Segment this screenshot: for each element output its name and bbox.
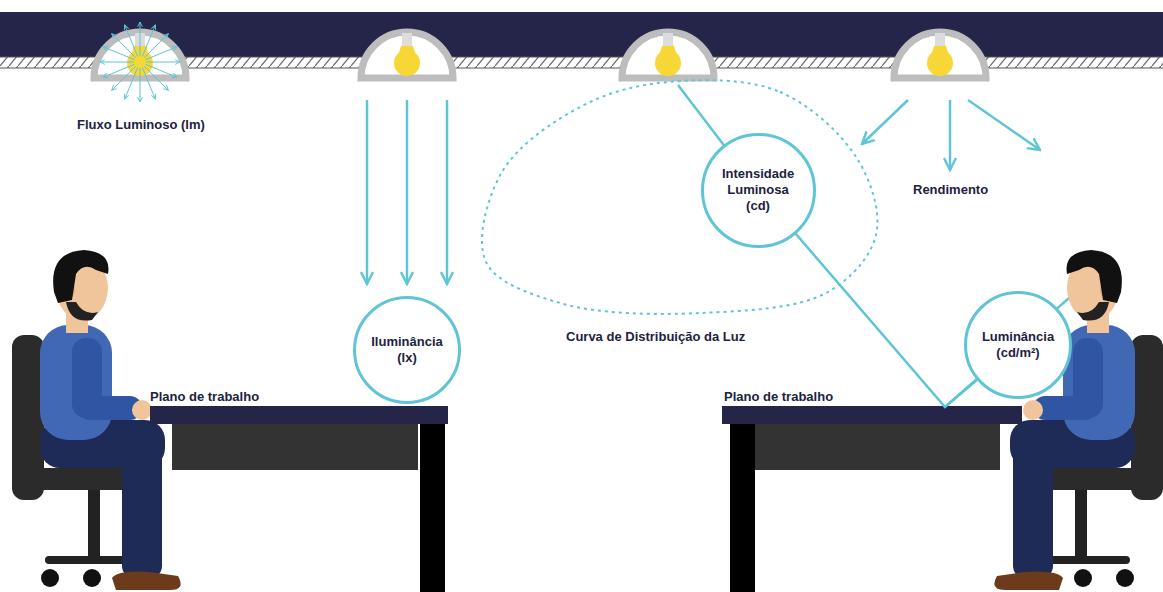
distribution-curve <box>482 80 877 314</box>
concept-circle: Luminância (cd/m²) <box>964 291 1072 399</box>
light-flux-rays <box>144 66 168 90</box>
light-flux-rays <box>125 68 138 99</box>
caption-label: Curva de Distribuição da Luz <box>566 329 745 344</box>
efficiency-arrows <box>862 100 1040 170</box>
concept-circle: Iluminância (lx) <box>353 296 461 404</box>
illuminance-arrows <box>367 100 447 284</box>
light-flux-rays <box>103 47 134 60</box>
light-flux-rays <box>125 25 138 56</box>
illuminance-arrows <box>446 100 449 284</box>
light-flux-rays <box>100 62 134 63</box>
caption-label: Plano de trabalho <box>724 389 833 404</box>
caption-label: Fluxo Luminoso (lm) <box>77 117 205 132</box>
work-table <box>420 424 445 592</box>
work-table <box>755 424 1000 470</box>
light-flux-rays <box>140 68 141 102</box>
luminaire <box>361 32 453 78</box>
luminaire <box>402 33 412 47</box>
concept-circle: Intensidade Luminosa (cd) <box>701 133 816 248</box>
efficiency-arrows <box>949 100 952 170</box>
concept-label: Iluminância (lx) <box>364 334 450 367</box>
concept-label: Intensidade Luminosa (cd) <box>715 166 801 215</box>
luminaire <box>663 33 673 47</box>
luminaire <box>935 33 945 47</box>
caption-label: Plano de trabalho <box>150 389 259 404</box>
illuminance-arrows <box>366 100 369 284</box>
illuminance-arrows <box>406 100 409 284</box>
light-ray-connector <box>796 234 977 407</box>
intensity-ray <box>678 85 1110 407</box>
light-flux-rays <box>144 34 168 58</box>
work-table <box>150 406 448 424</box>
light-flux-rays <box>146 64 177 77</box>
luminaire <box>927 50 953 76</box>
light-flux-rays <box>142 68 155 99</box>
light-flux-rays <box>100 22 180 102</box>
light-flux-rays <box>112 34 136 58</box>
seated-person <box>12 250 1163 590</box>
luminaire <box>655 50 681 76</box>
light-flux-rays <box>146 62 180 63</box>
light-flux-rays <box>112 66 136 90</box>
work-table <box>722 406 1022 424</box>
luminaire <box>94 32 986 78</box>
luminaire <box>394 50 420 76</box>
light-flux-rays <box>146 47 177 60</box>
concept-label: Luminância (cd/m²) <box>975 329 1061 362</box>
light-flux-rays <box>140 22 141 56</box>
caption-label: Rendimento <box>913 182 988 197</box>
luminaire <box>622 32 714 78</box>
efficiency-arrows <box>968 100 1040 150</box>
work-table <box>172 424 418 470</box>
luminaire <box>894 32 986 78</box>
luminaire <box>361 32 453 78</box>
light-flux-rays <box>142 25 155 56</box>
light-flux-rays <box>103 64 134 77</box>
luminaire <box>894 32 986 78</box>
efficiency-arrows <box>862 100 908 144</box>
work-table <box>150 406 1022 592</box>
work-table <box>730 424 755 592</box>
luminaire <box>622 32 714 78</box>
